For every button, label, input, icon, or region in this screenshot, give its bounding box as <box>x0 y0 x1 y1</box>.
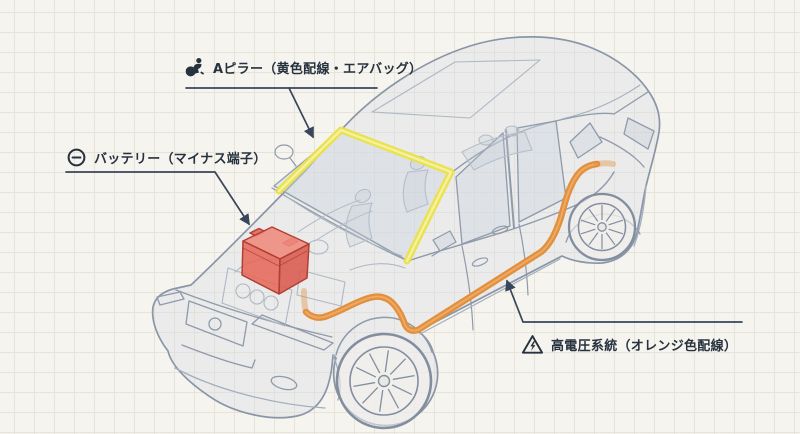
label-a-pillar-text: Aピラー（黄色配線・エアバッグ） <box>213 62 423 77</box>
airbag-icon <box>185 58 205 77</box>
high-voltage-warning-icon <box>521 335 544 354</box>
yellow-wiring <box>275 126 455 265</box>
quarter-window <box>569 122 603 159</box>
leader-battery-arrow <box>65 171 250 226</box>
label-battery: バッテリー（マイナス端子） <box>66 147 267 168</box>
car-body <box>151 36 661 427</box>
doors <box>274 144 561 335</box>
taillight <box>623 117 655 150</box>
minus-circle-icon <box>67 148 86 167</box>
battery-illustration <box>241 226 310 295</box>
side-mirror <box>432 230 457 252</box>
front-door-window <box>455 132 511 245</box>
rear-wheel <box>567 192 637 262</box>
front-wheel <box>335 332 433 430</box>
leader-lines <box>65 87 743 323</box>
label-battery-text: バッテリー（マイナス端子） <box>94 152 267 167</box>
label-high-voltage: 高電圧系統（オレンジ色配線） <box>521 333 737 356</box>
leader-a-pillar-arrow <box>288 87 314 139</box>
label-a-pillar: Aピラー（黄色配線・エアバッグ） <box>183 56 422 79</box>
left-mirror <box>274 144 294 160</box>
label-high-voltage-text: 高電圧系統（オレンジ色配線） <box>551 339 738 354</box>
orange-wiring <box>301 160 616 334</box>
leader-high-voltage-arrow <box>505 279 743 323</box>
